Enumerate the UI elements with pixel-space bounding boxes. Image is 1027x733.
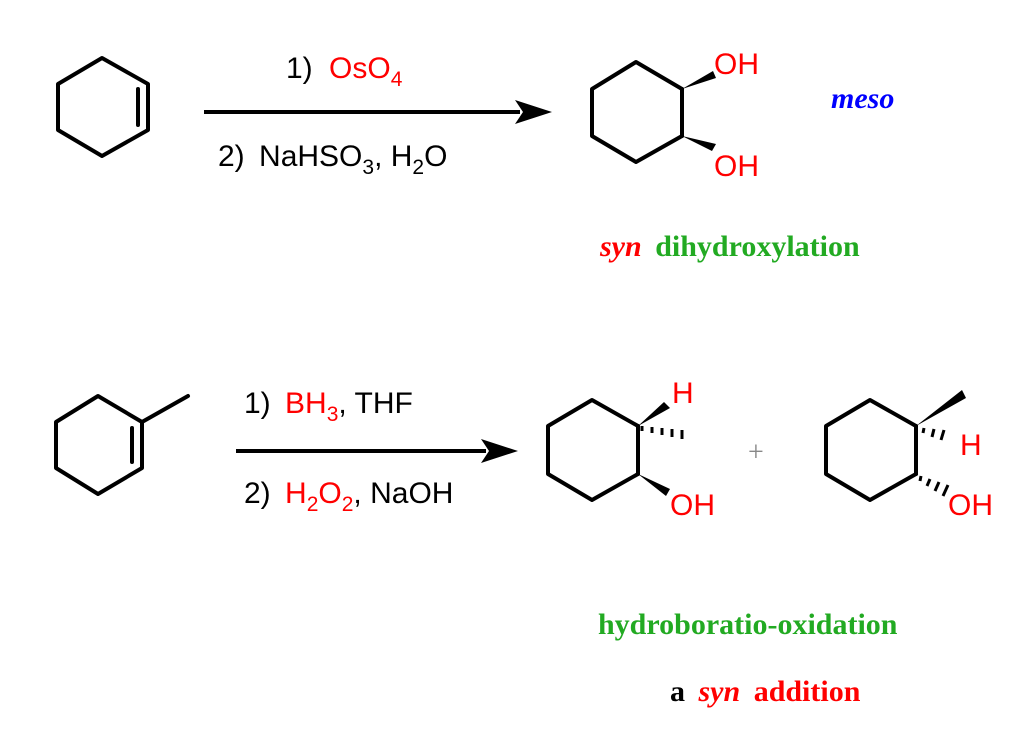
meso-label: meso (831, 82, 894, 115)
methylcyclohexene-ring (54, 394, 144, 496)
syn-dihydroxylation-label: syn dihydroxylation (599, 230, 860, 263)
product-2-ring (824, 398, 918, 502)
product-1-structure: H OH (546, 377, 715, 522)
hydroxyl-bottom: OH (714, 150, 759, 183)
borane-reagent: BH (285, 387, 327, 420)
methylcyclohexene-structure (54, 394, 190, 496)
reaction-2: 1) BH3, THF 2) H2O2, NaOH H OH + (54, 377, 993, 708)
cyclohexene-ring (56, 56, 150, 158)
hydroboration-oxidation-label: hydroboratio-oxidation (598, 608, 898, 641)
product-2-structure: H OH (824, 390, 993, 522)
reaction-1-arrow (204, 100, 552, 124)
product-1-wedge-oh (638, 474, 670, 496)
osmium-tetroxide-reagent: OsO (329, 52, 391, 85)
wedge-bond-top (682, 71, 716, 89)
product-1-hydrogen: H (672, 377, 694, 410)
cis-diol-structure: OH OH (590, 48, 759, 183)
hydroxyl-top: OH (714, 48, 759, 81)
peroxide-reagent: H (285, 477, 307, 510)
product-2-hash-h (921, 427, 946, 441)
product-1-hydroxyl: OH (670, 489, 715, 522)
product-2-hydroxyl: OH (948, 489, 993, 522)
product-1-ring (546, 398, 640, 502)
reaction-2-arrow (236, 439, 518, 463)
product-2-wedge-methyl (916, 390, 966, 426)
product-1-wedge-h (638, 402, 670, 426)
product-2-hydrogen: H (960, 429, 982, 462)
reaction-2-step-2: 2) H2O2, NaOH (244, 477, 453, 516)
reaction-1: 1) OsO4 2) NaHSO3, H2O OH OH meso syn di… (56, 48, 894, 263)
reaction-2-step-1: 1) BH3, THF (244, 387, 413, 426)
cyclohexene-structure (56, 56, 150, 158)
product-2-hash-oh (918, 475, 950, 497)
reaction-1-step-2: 2) NaHSO3, H2O (218, 140, 447, 179)
product-1-hash-methyl (640, 426, 684, 439)
reaction-1-step-1: 1) OsO4 (286, 52, 403, 91)
wedge-bond-bottom (682, 136, 716, 151)
diol-ring (590, 60, 684, 164)
plus-sign: + (748, 437, 764, 468)
methyl-substituent (140, 394, 190, 424)
syn-addition-label: a syn addition (670, 675, 861, 708)
